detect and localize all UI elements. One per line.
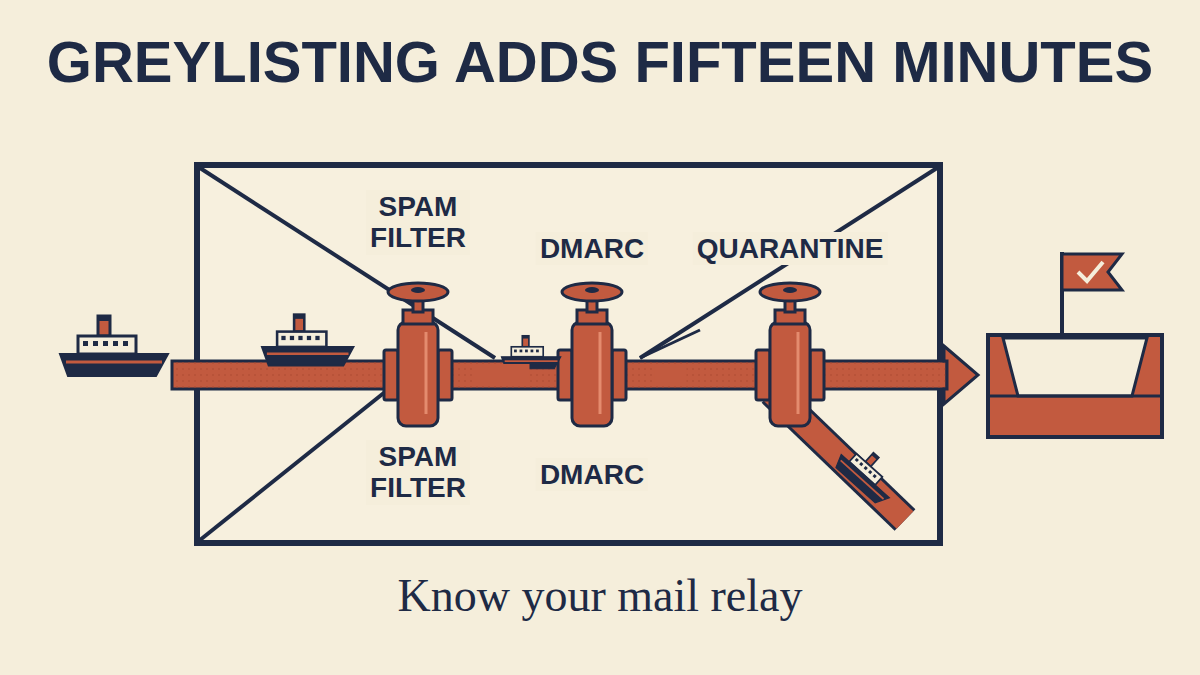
valve: [384, 283, 452, 426]
ships: [60, 315, 1114, 508]
ship: [60, 316, 168, 376]
inbox-tray: [988, 252, 1162, 437]
ship: [501, 336, 560, 369]
valve: [756, 283, 824, 426]
valve-station: SPAM FILTER SPAM FILTER: [360, 190, 476, 520]
ship: [262, 315, 354, 366]
valve-label: SPAM FILTER: [366, 440, 470, 505]
caption: Know your mail relay: [0, 570, 1200, 623]
title: GREYLISTING ADDS FIFTEEN MINUTES: [47, 30, 1153, 94]
valve-label: DMARC: [536, 232, 648, 265]
title-box: GREYLISTING ADDS FIFTEEN MINUTES: [0, 30, 1200, 94]
valves: [384, 283, 824, 426]
valve-station: QUARANTINE: [687, 190, 894, 520]
pipe-segment: [655, 364, 687, 386]
valve: [558, 283, 626, 426]
envelope: [197, 165, 940, 543]
ship: [832, 438, 904, 508]
pipe-segment: [476, 364, 530, 386]
valve-label: DMARC: [536, 458, 648, 491]
valve-label: QUARANTINE: [693, 232, 888, 265]
valve-station: DMARC DMARC: [530, 190, 655, 520]
valve-label: SPAM FILTER: [366, 190, 470, 255]
